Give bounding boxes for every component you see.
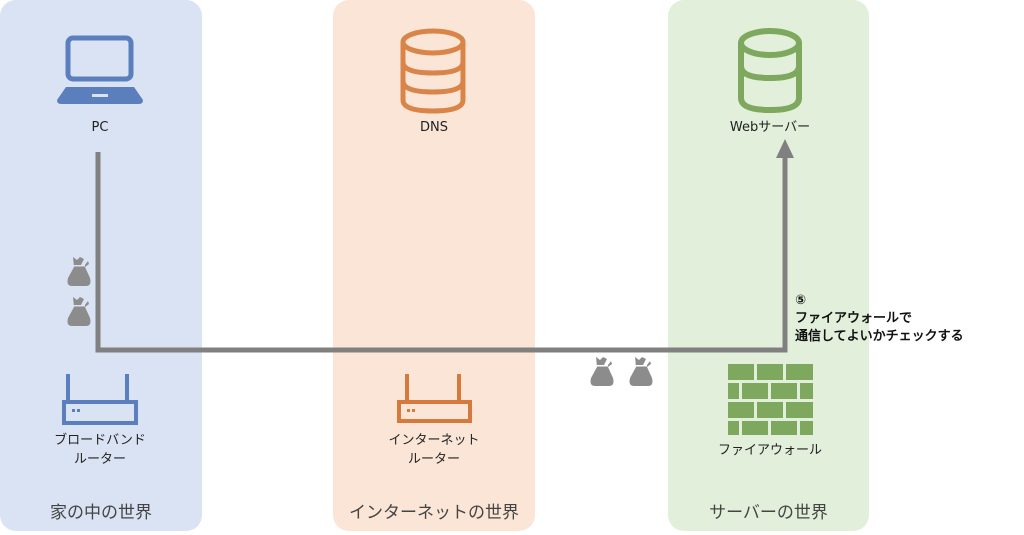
annotation-line-2: 通信してよいかチェックする [795,329,964,344]
firewall-label: ファイアウォール [717,443,822,458]
step-annotation: ⑤ ファイアウォールで 通信してよいかチェックする [795,292,964,346]
internet-router-icon [397,374,472,423]
zone-server-panel [668,0,869,531]
zone-server-title: サーバーの世界 [709,503,828,523]
broadband-router-label-2: ルーター [73,452,126,467]
internet-router-label-2: ルーター [407,452,460,467]
dns-label: DNS [420,120,448,135]
web-server-label: Webサーバー [729,120,811,135]
zone-internet-title: インターネットの世界 [349,503,519,523]
money-bag-icon [67,257,91,286]
packet-bag-firewall-2 [628,356,654,388]
internet-router-label-1: インターネット [388,433,480,448]
money-bag-icon [629,357,653,386]
arrow-head-icon [776,139,794,158]
broadband-router-label-1: ブロードバンド [54,433,146,448]
dns-database-icon [400,28,466,114]
packet-bag-home-2 [66,296,92,328]
packet-bag-firewall-1 [589,356,615,388]
laptop-icon [57,35,143,104]
zone-internet-panel [333,0,535,531]
connection-line [95,152,788,353]
packet-bag-home-1 [66,256,92,288]
annotation-line-1: ファイアウォールで [795,311,913,326]
brick-wall-icon [728,364,813,435]
money-bag-icon [67,297,91,326]
step-number: ⑤ [795,293,807,308]
broadband-router-icon [62,374,138,425]
pc-label: PC [91,120,109,135]
zone-home-title: 家の中の世界 [50,503,152,523]
money-bag-icon [590,357,614,386]
web-server-database-icon [738,28,802,114]
